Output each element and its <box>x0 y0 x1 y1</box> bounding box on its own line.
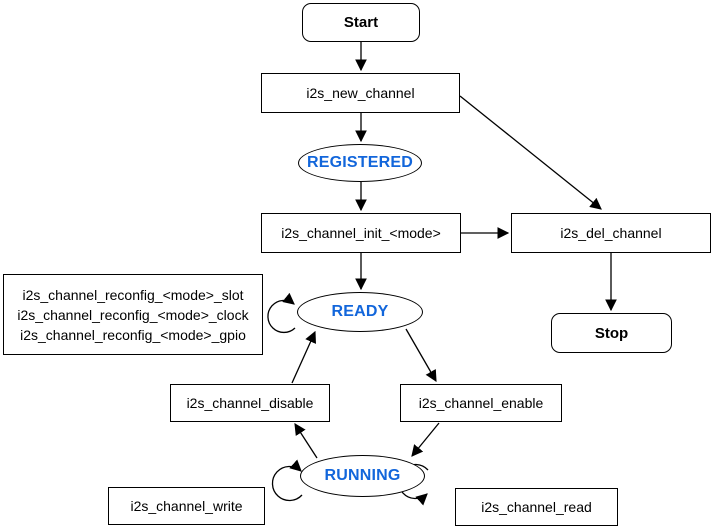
reconfig-slot-label: i2s_channel_reconfig_<mode>_slot <box>22 286 244 303</box>
i2s-new-channel-box: i2s_new_channel <box>261 73 460 113</box>
reconfig-gpio-label: i2s_channel_reconfig_<mode>_gpio <box>20 326 246 343</box>
stop-node: Stop <box>551 313 672 353</box>
i2s-channel-read-box: i2s_channel_read <box>455 488 618 526</box>
i2s-channel-reconfig-box: i2s_channel_reconfig_<mode>_slot i2s_cha… <box>3 274 263 355</box>
registered-state-label: REGISTERED <box>306 154 413 171</box>
registered-state-ellipse: REGISTERED <box>298 144 422 182</box>
i2s-channel-enable-label: i2s_channel_enable <box>418 395 544 411</box>
i2s-del-channel-box: i2s_del_channel <box>511 213 711 253</box>
i2s-channel-write-label: i2s_channel_write <box>130 498 243 514</box>
reconfig-clock-label: i2s_channel_reconfig_<mode>_clock <box>17 306 249 323</box>
i2s-channel-write-box: i2s_channel_write <box>108 487 265 525</box>
i2s-new-channel-label: i2s_new_channel <box>306 85 415 101</box>
start-node: Start <box>302 3 420 42</box>
running-state-ellipse: RUNNING <box>300 455 425 497</box>
i2s-channel-init-label: i2s_channel_init_<mode> <box>281 225 441 241</box>
stop-label: Stop <box>594 324 629 342</box>
i2s-channel-enable-box: i2s_channel_enable <box>400 384 562 422</box>
start-label: Start <box>343 14 379 31</box>
i2s-channel-init-box: i2s_channel_init_<mode> <box>261 213 461 253</box>
ready-state-label: READY <box>331 303 389 320</box>
i2s-del-channel-label: i2s_del_channel <box>560 225 662 241</box>
i2s-channel-read-label: i2s_channel_read <box>481 499 592 515</box>
ready-state-ellipse: READY <box>297 292 423 332</box>
i2s-channel-disable-box: i2s_channel_disable <box>170 384 330 422</box>
i2s-channel-disable-label: i2s_channel_disable <box>186 395 314 411</box>
running-state-label: RUNNING <box>324 467 401 484</box>
